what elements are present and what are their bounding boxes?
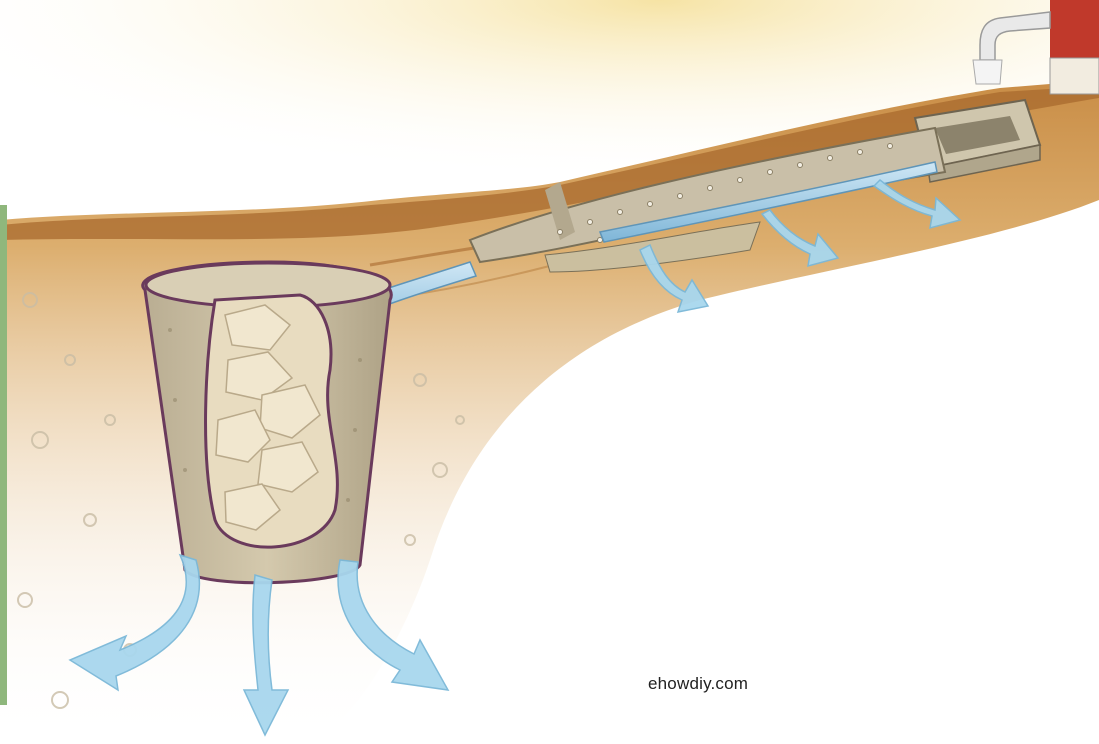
dry-well-icon <box>143 262 392 583</box>
house-icon <box>1050 0 1099 94</box>
watermark-text: ehowdiy.com <box>648 674 748 694</box>
left-accent-bar <box>0 205 7 705</box>
